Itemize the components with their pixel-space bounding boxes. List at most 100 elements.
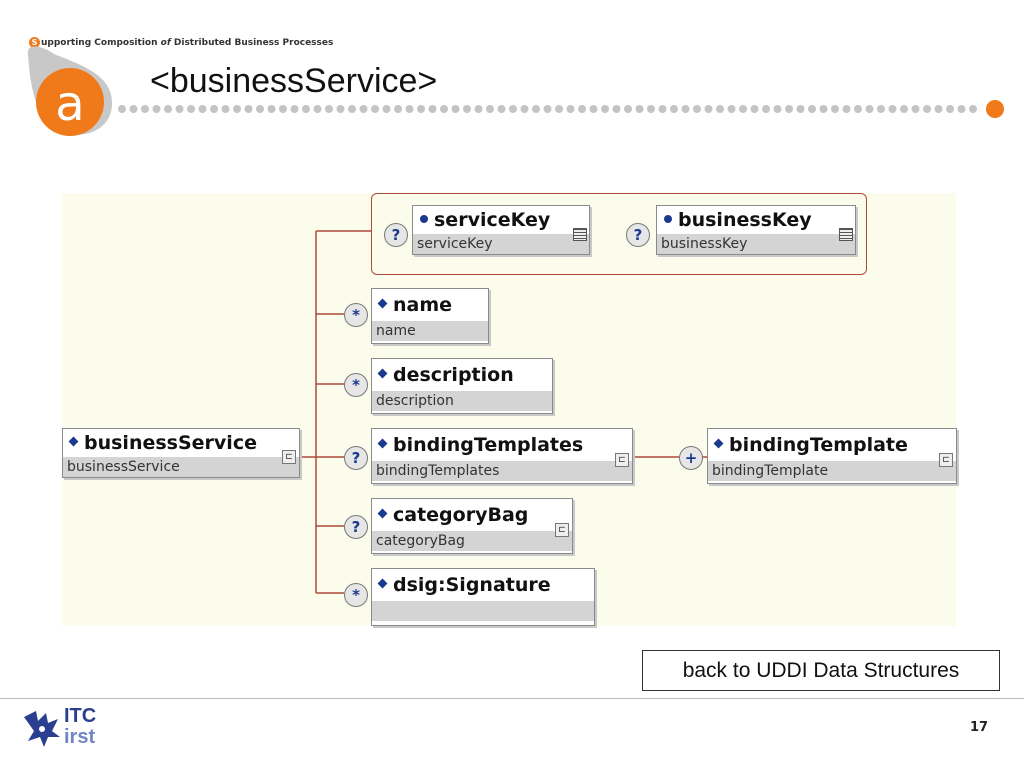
zero-or-more-icon: * bbox=[344, 373, 368, 397]
rule-dot bbox=[543, 105, 552, 113]
optional-icon: ? bbox=[344, 515, 368, 539]
rule-dot bbox=[267, 105, 276, 113]
optional-icon: ? bbox=[344, 446, 368, 470]
zero-or-more-icon: * bbox=[344, 583, 368, 607]
rule-dot bbox=[750, 105, 759, 113]
attribute-dot-icon bbox=[664, 214, 672, 223]
node-type bbox=[372, 601, 594, 621]
node-type: bindingTemplates bbox=[372, 461, 632, 481]
page-number: 17 bbox=[970, 720, 989, 735]
tagline-part-1: upporting Composition bbox=[41, 38, 158, 48]
rule-dot bbox=[555, 105, 563, 113]
rule-dot bbox=[888, 105, 897, 113]
element-diamond-icon bbox=[377, 508, 388, 519]
node-bindingtemplate: bindingTemplate bindingTemplate ⊏ bbox=[707, 428, 957, 484]
rule-dot bbox=[382, 105, 391, 113]
rule-dot bbox=[808, 105, 816, 113]
node-label: serviceKey bbox=[434, 209, 551, 231]
zero-or-more-icon: * bbox=[344, 303, 368, 327]
rule-dot bbox=[796, 105, 805, 113]
rule-dot bbox=[256, 105, 264, 113]
node-label: bindingTemplates bbox=[393, 434, 584, 456]
rule-end-dot bbox=[986, 100, 1004, 118]
project-logo-icon: a bbox=[27, 46, 113, 136]
rule-dot bbox=[428, 105, 437, 113]
rule-dot bbox=[394, 105, 402, 113]
rule-dot bbox=[198, 105, 207, 113]
rule-dot bbox=[877, 105, 885, 113]
rule-dot bbox=[187, 105, 195, 113]
node-label: description bbox=[393, 364, 514, 386]
element-diamond-icon bbox=[377, 438, 388, 449]
rule-dot bbox=[463, 105, 471, 113]
rule-dot bbox=[704, 105, 713, 113]
rule-dot bbox=[865, 105, 874, 113]
logo-text-irst: irst bbox=[64, 726, 96, 748]
rule-dot bbox=[900, 105, 908, 113]
optional-icon: ? bbox=[384, 223, 408, 247]
rule-dot bbox=[164, 105, 172, 113]
node-label: dsig:Signature bbox=[393, 574, 551, 596]
expand-icon: ⊏ bbox=[615, 453, 629, 467]
rule-dot bbox=[601, 105, 609, 113]
rule-dot bbox=[497, 105, 506, 113]
attribute-dot-icon bbox=[420, 214, 428, 223]
rule-dot bbox=[290, 105, 299, 113]
rule-dot bbox=[129, 105, 138, 113]
page-title: <businessService> bbox=[150, 62, 438, 100]
rule-dot bbox=[417, 105, 425, 113]
rule-dot bbox=[635, 105, 644, 113]
rule-dot bbox=[854, 105, 862, 113]
title-dotted-rule bbox=[118, 100, 1004, 118]
rule-dot bbox=[405, 105, 414, 113]
rule-dot bbox=[934, 105, 943, 113]
itc-irst-logo: ITC irst bbox=[22, 705, 114, 755]
logo-letter: a bbox=[55, 76, 84, 132]
rule-dot bbox=[819, 105, 828, 113]
node-label: name bbox=[393, 294, 453, 316]
rule-dot bbox=[175, 105, 184, 113]
tagline-part-2: Distributed Business Processes bbox=[173, 38, 334, 48]
tagline-s-badge: S bbox=[29, 37, 40, 48]
rule-dot bbox=[658, 105, 667, 113]
rule-dot bbox=[325, 105, 333, 113]
rule-dot bbox=[520, 105, 529, 113]
rule-dot bbox=[221, 105, 230, 113]
node-categorybag: categoryBag categoryBag ⊏ bbox=[371, 498, 573, 554]
rule-dot bbox=[739, 105, 747, 113]
rule-dot bbox=[210, 105, 218, 113]
rule-dot bbox=[589, 105, 598, 113]
rule-dot bbox=[911, 105, 920, 113]
rule-dot bbox=[451, 105, 460, 113]
rule-dot bbox=[727, 105, 736, 113]
schema-diagram: businessService businessService ⊏ ? serv… bbox=[62, 193, 957, 626]
back-to-uddi-link[interactable]: back to UDDI Data Structures bbox=[642, 650, 1000, 691]
rule-dot bbox=[578, 105, 586, 113]
element-diamond-icon bbox=[377, 578, 388, 589]
rule-dot bbox=[612, 105, 621, 113]
node-businesskey: businessKey businessKey bbox=[656, 205, 856, 255]
expand-icon: ⊏ bbox=[939, 453, 953, 467]
logo-text-itc: ITC bbox=[64, 705, 97, 727]
rule-dot bbox=[313, 105, 322, 113]
rule-dot bbox=[302, 105, 310, 113]
rule-dot bbox=[244, 105, 253, 113]
rule-dot bbox=[842, 105, 851, 113]
rule-dot bbox=[716, 105, 724, 113]
rule-dot bbox=[831, 105, 839, 113]
node-type: categoryBag bbox=[372, 531, 572, 551]
rule-dot bbox=[957, 105, 966, 113]
expand-icon: ⊏ bbox=[282, 450, 296, 464]
tagline-of: of bbox=[160, 38, 171, 48]
node-name: name name bbox=[371, 288, 489, 344]
rule-dot bbox=[969, 105, 977, 113]
expand-icon: ⊏ bbox=[555, 523, 569, 537]
node-description: description description bbox=[371, 358, 553, 414]
rule-dot bbox=[359, 105, 368, 113]
simple-type-icon bbox=[573, 228, 587, 241]
rule-dot bbox=[624, 105, 632, 113]
node-type: bindingTemplate bbox=[708, 461, 956, 481]
node-type: businessKey bbox=[657, 234, 855, 254]
rule-dot bbox=[141, 105, 149, 113]
